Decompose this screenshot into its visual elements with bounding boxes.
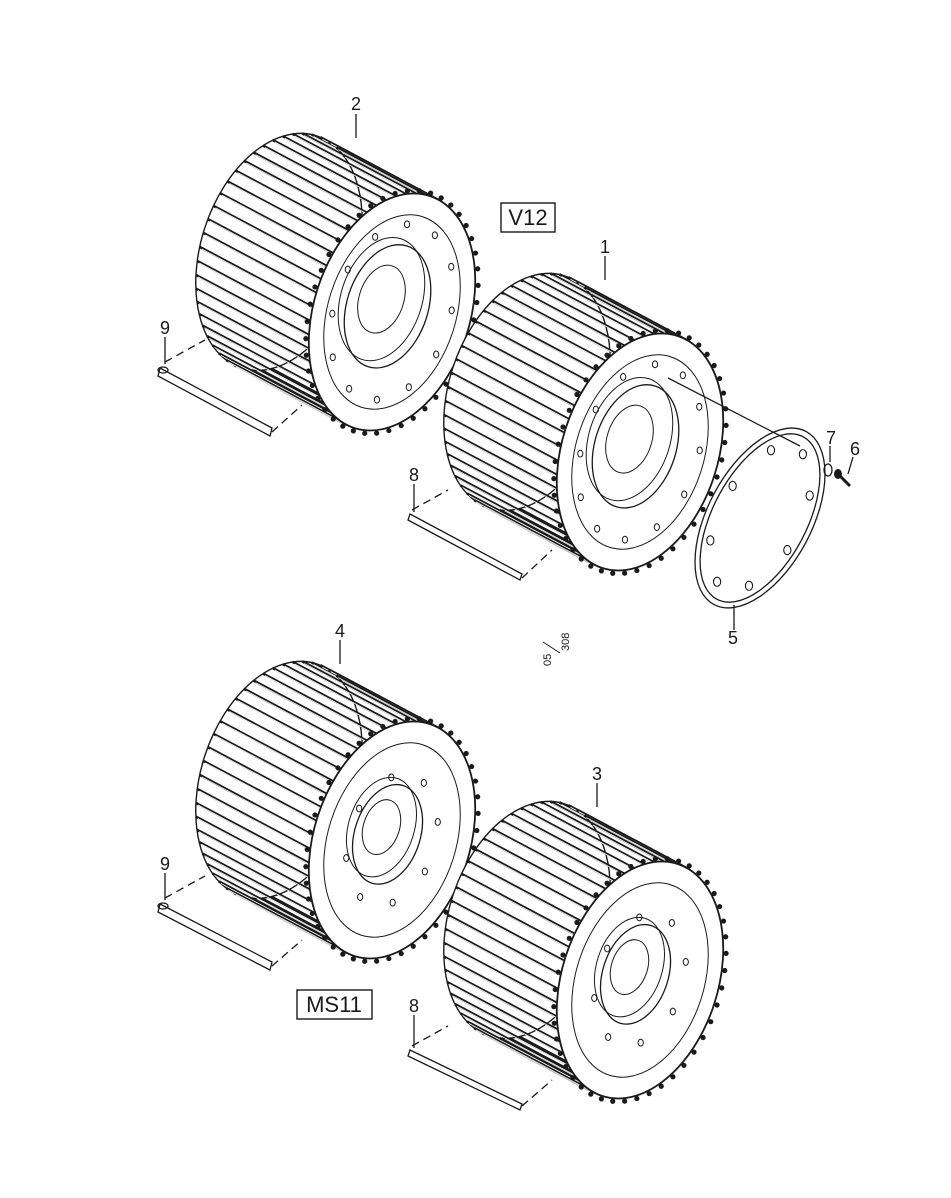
explode-line [667, 377, 801, 447]
insertion-dashes [164, 339, 553, 1107]
leader-lines [164, 114, 854, 1048]
drawing-ref-top: 05 [542, 654, 554, 666]
callout-8-lower: 8 [409, 996, 419, 1016]
callout-3: 3 [592, 764, 602, 784]
drum-part-3 [443, 800, 729, 1104]
drawing-reference: 05 308 [542, 633, 572, 666]
washer-part-7 [823, 463, 833, 477]
key-bar-part-9-lower [157, 902, 273, 971]
drawing-ref-bottom: 308 [560, 633, 572, 651]
callout-5: 5 [728, 628, 738, 648]
key-bar-part-8-upper [407, 513, 523, 581]
drum-part-2 [195, 132, 481, 436]
variant-label-lower-text: MS11 [306, 992, 362, 1017]
callout-1: 1 [600, 237, 610, 257]
key-bar-part-8-lower [407, 1049, 523, 1111]
variant-label-upper-text: V12 [508, 205, 547, 230]
callout-7: 7 [826, 428, 836, 448]
drum-part-1 [443, 272, 729, 576]
key-bar-part-9-upper [157, 366, 273, 437]
drum-part-4 [195, 660, 481, 964]
callout-4: 4 [335, 621, 345, 641]
callout-6: 6 [850, 439, 860, 459]
variant-label-upper: V12 [500, 202, 556, 233]
bolt-part-6 [834, 469, 852, 488]
callout-8-upper: 8 [409, 465, 419, 485]
callout-9-lower: 9 [160, 854, 170, 874]
variant-label-lower: MS11 [296, 989, 373, 1020]
callout-2: 2 [351, 94, 361, 114]
callout-9-upper: 9 [160, 318, 170, 338]
cover-plate-part-5 [694, 427, 826, 609]
